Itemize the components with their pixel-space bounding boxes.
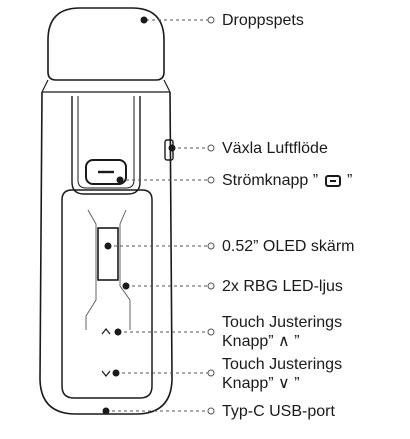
label-usb-port: Typ-C USB-port bbox=[222, 403, 335, 420]
label-touch-down-line2: Knapp” ∨ ” bbox=[222, 375, 300, 392]
label-touch-up-line1: Touch Justerings bbox=[222, 314, 343, 331]
minus-square-icon bbox=[324, 175, 341, 187]
pod-window bbox=[71, 96, 141, 195]
callout-start-dots bbox=[102, 16, 176, 415]
oled-screen bbox=[97, 227, 119, 281]
label-touch-up-line2: Knapp” ∧ ” bbox=[222, 333, 300, 350]
label-power-close-quote: ” bbox=[346, 172, 353, 189]
label-touch-down-line1: Touch Justerings bbox=[222, 356, 343, 373]
label-led-lights: 2x RBG LED-ljus bbox=[222, 278, 343, 295]
label-oled-screen: 0.52” OLED skärm bbox=[222, 238, 355, 255]
touch-down-icon[interactable] bbox=[101, 370, 111, 377]
power-button[interactable] bbox=[85, 159, 127, 185]
callout-end-circles bbox=[207, 16, 215, 415]
label-power-text: Strömknapp ” bbox=[222, 172, 319, 189]
front-panel bbox=[61, 189, 153, 399]
label-drip-tip: Droppspets bbox=[222, 12, 304, 29]
drip-tip bbox=[47, 7, 165, 81]
label-power-button: Strömknapp ” ” bbox=[222, 171, 352, 190]
touch-up-icon[interactable] bbox=[101, 328, 111, 335]
label-airflow-switch: Växla Luftflöde bbox=[222, 140, 328, 157]
